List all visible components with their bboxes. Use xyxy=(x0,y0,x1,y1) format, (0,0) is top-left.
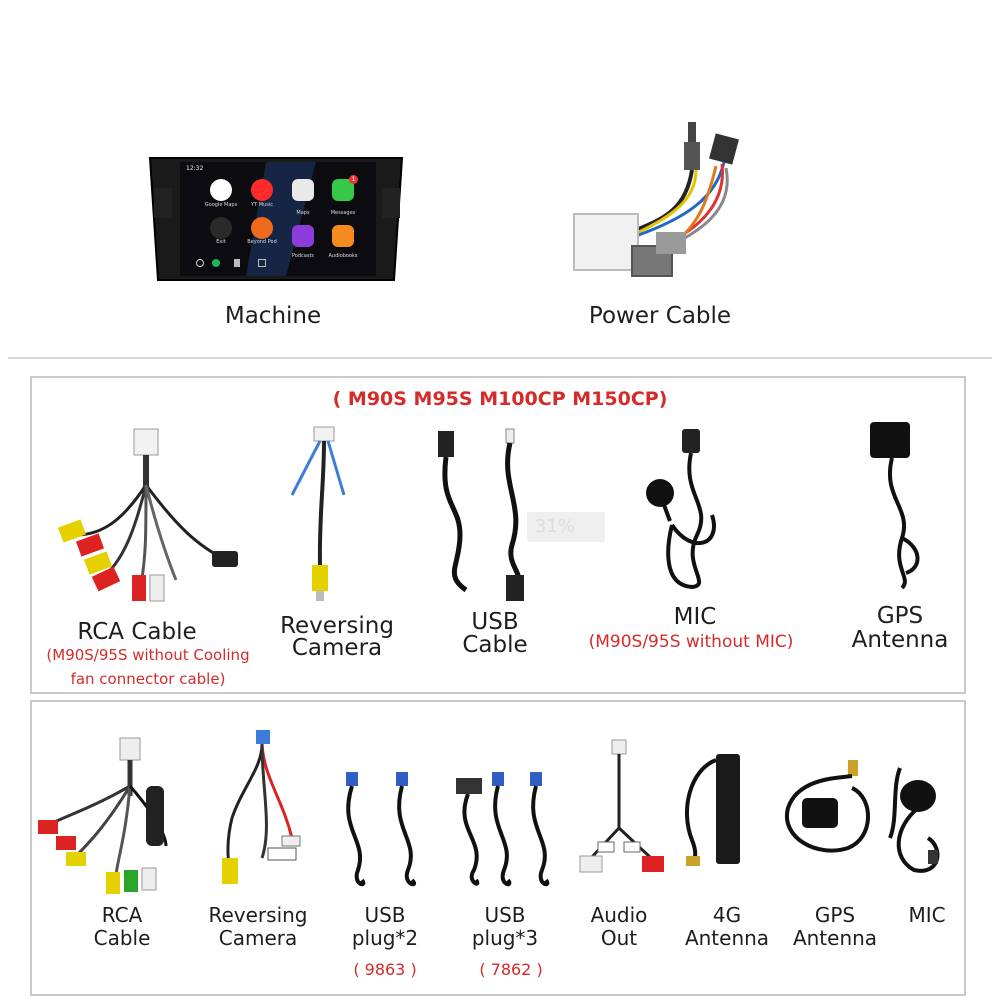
gps-antenna-label-1: GPS xyxy=(876,603,924,629)
mic-2-image xyxy=(888,767,940,873)
usb-plug-3-label-2: plug*3 xyxy=(471,926,539,950)
reversing-camera-image xyxy=(290,426,346,601)
app-label: Maps xyxy=(296,210,310,216)
machine-label: Machine xyxy=(224,303,322,329)
mic-image xyxy=(646,429,716,590)
4g-antenna-label-1: 4G xyxy=(712,903,742,927)
rca-label-1: RCA xyxy=(101,903,143,927)
rca-cable-image xyxy=(57,428,238,602)
rca-cable-label: RCA Cable xyxy=(77,619,197,645)
yt-music-icon[interactable] xyxy=(251,179,273,201)
audio-out-image xyxy=(579,739,664,873)
reversing-camera-2-image xyxy=(222,730,301,884)
reversing-camera-2-label-2: Camera xyxy=(218,926,298,950)
accessories-panel-1 xyxy=(30,376,966,694)
app-label: Exit xyxy=(216,239,226,245)
usb-cable-label-1: USB xyxy=(471,609,519,635)
app-label: Podcasts xyxy=(291,253,315,259)
reversing-camera-label-1: Reversing xyxy=(280,613,394,639)
messages-icon[interactable] xyxy=(332,179,354,201)
usb-cable-image xyxy=(438,428,524,601)
gps-antenna-image xyxy=(870,422,920,590)
usb-plug-2-label-1: USB xyxy=(364,903,406,927)
machine-screen: 12:32 Google Maps YT Music Maps 1 Messag… xyxy=(152,155,397,283)
audiobooks-icon[interactable] xyxy=(332,225,354,247)
home-icon[interactable] xyxy=(196,259,204,267)
rca-cable-2-image xyxy=(38,737,168,894)
reversing-camera-2-label-1: Reversing xyxy=(208,903,308,927)
usb-plug-3-code: ( 7862 ) xyxy=(479,960,543,979)
overlay-percentage: 31% xyxy=(527,512,605,542)
rca-label-2: Cable xyxy=(93,926,151,950)
app-label: Beyond Pod xyxy=(247,239,277,245)
usb-plug-3-image xyxy=(456,772,550,887)
gps-antenna-2-image xyxy=(784,760,870,853)
top-section: 12:32 Google Maps YT Music Maps 1 Messag… xyxy=(0,0,1000,360)
app-label: Messages xyxy=(330,210,356,216)
usb-plug-2-image xyxy=(346,772,416,887)
usb-cable-label-2: Cable xyxy=(462,632,528,658)
mic-note: (M90S/95S without MIC) xyxy=(588,632,794,652)
app-label: YT Music xyxy=(251,202,273,208)
audio-out-label-2: Out xyxy=(600,926,638,950)
gps-antenna-2-label-1: GPS xyxy=(814,903,856,927)
4g-antenna-image xyxy=(684,754,740,866)
beyond-pod-icon[interactable] xyxy=(251,217,273,239)
gps-antenna-2-label-2: Antenna xyxy=(792,926,878,950)
reversing-camera-label-2: Camera xyxy=(291,635,383,661)
usb-plug-3-label-1: USB xyxy=(484,903,526,927)
screen-time: 12:32 xyxy=(186,165,204,172)
power-cable-image xyxy=(573,122,739,277)
pause-icon[interactable] xyxy=(234,259,240,267)
4g-antenna-label-2: Antenna xyxy=(684,926,770,950)
notification-badge: 1 xyxy=(349,175,358,184)
mic-label: MIC xyxy=(673,604,717,630)
model-header: ( M90S M95S M100CP M150CP) xyxy=(332,388,668,410)
usb-plug-2-code: ( 9863 ) xyxy=(353,960,417,979)
gps-antenna-label-2: Antenna xyxy=(851,627,949,653)
spotify-icon[interactable] xyxy=(212,259,220,267)
podcasts-icon[interactable] xyxy=(292,225,314,247)
rca-note-line2: fan connector cable) xyxy=(70,670,226,688)
power-cable-label: Power Cable xyxy=(588,303,732,329)
audio-out-label-1: Audio xyxy=(590,903,648,927)
mic-2-label: MIC xyxy=(908,903,946,927)
maps-icon[interactable] xyxy=(292,179,314,201)
exit-icon[interactable] xyxy=(210,217,232,239)
rca-note-line1: (M90S/95S without Cooling xyxy=(46,646,250,664)
phone-icon[interactable] xyxy=(258,259,266,267)
app-label: Google Maps xyxy=(204,202,238,208)
usb-plug-2-label-2: plug*2 xyxy=(351,926,419,950)
section-divider xyxy=(8,357,992,359)
app-label: Audiobooks xyxy=(328,253,358,259)
google-maps-icon[interactable] xyxy=(210,179,232,201)
